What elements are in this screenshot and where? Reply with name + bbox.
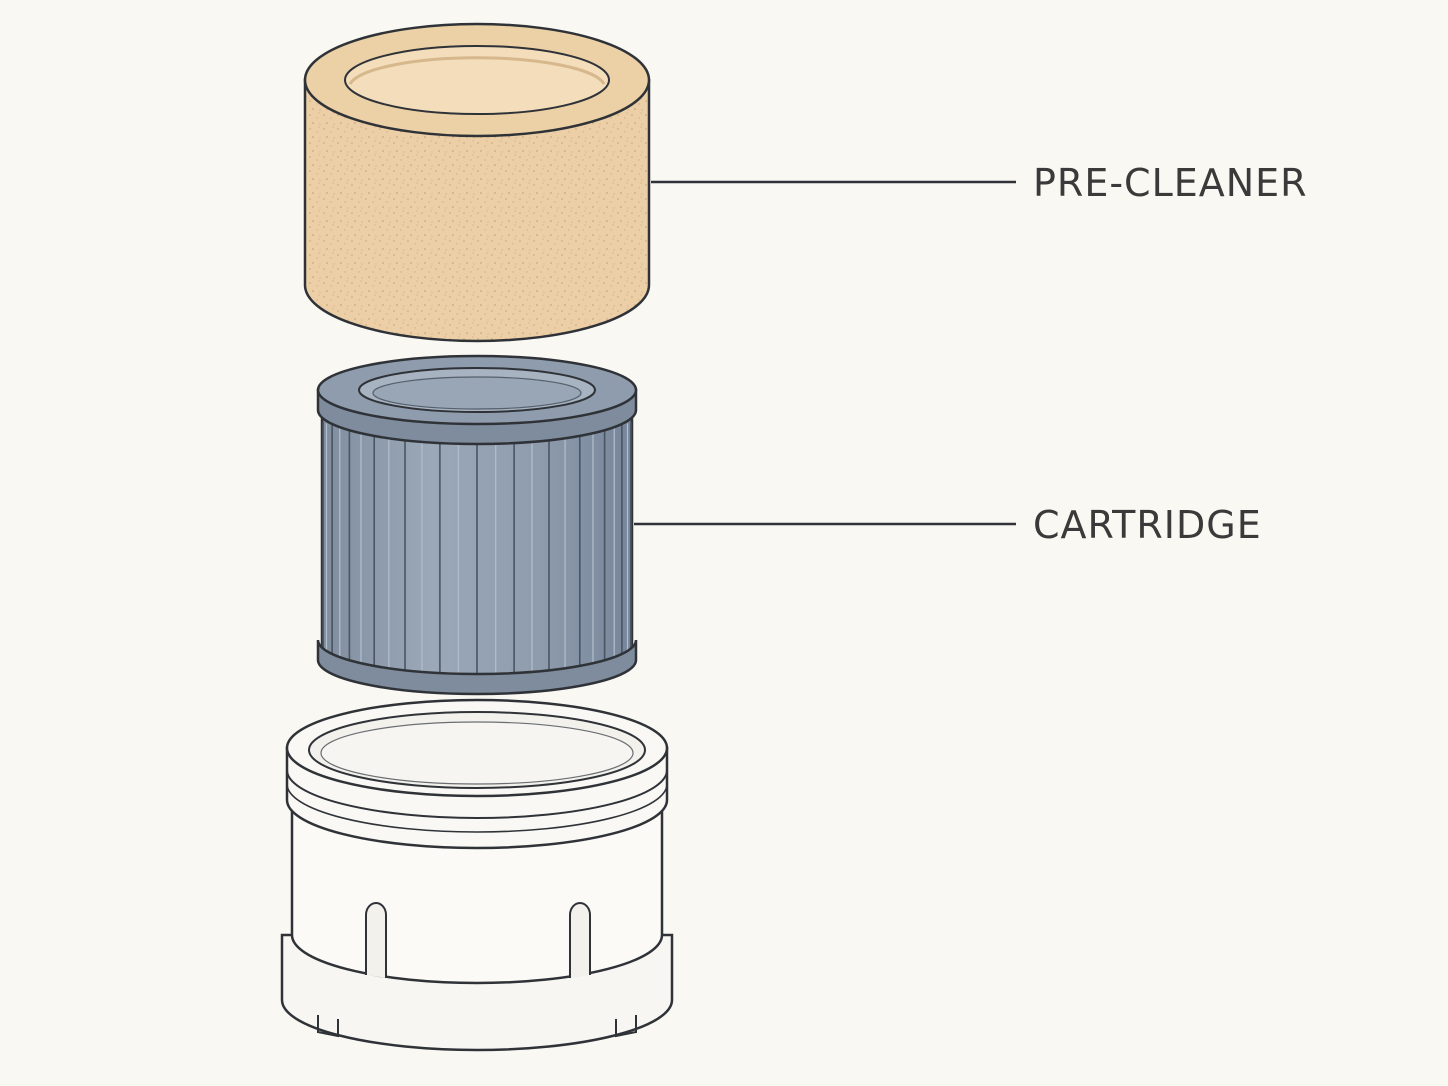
filter-housing-icon — [280, 698, 674, 1052]
pleated-cartridge-icon — [316, 354, 638, 696]
foam-pre-cleaner-icon — [303, 22, 651, 343]
cartridge-label: CARTRIDGE — [1033, 503, 1262, 547]
filter-housing — [280, 698, 674, 1052]
cartridge-filter — [316, 354, 638, 696]
pre-cleaner-label: PRE-CLEANER — [1033, 161, 1308, 205]
pre-cleaner-foam — [303, 22, 651, 343]
cartridge-pleats — [322, 421, 632, 675]
